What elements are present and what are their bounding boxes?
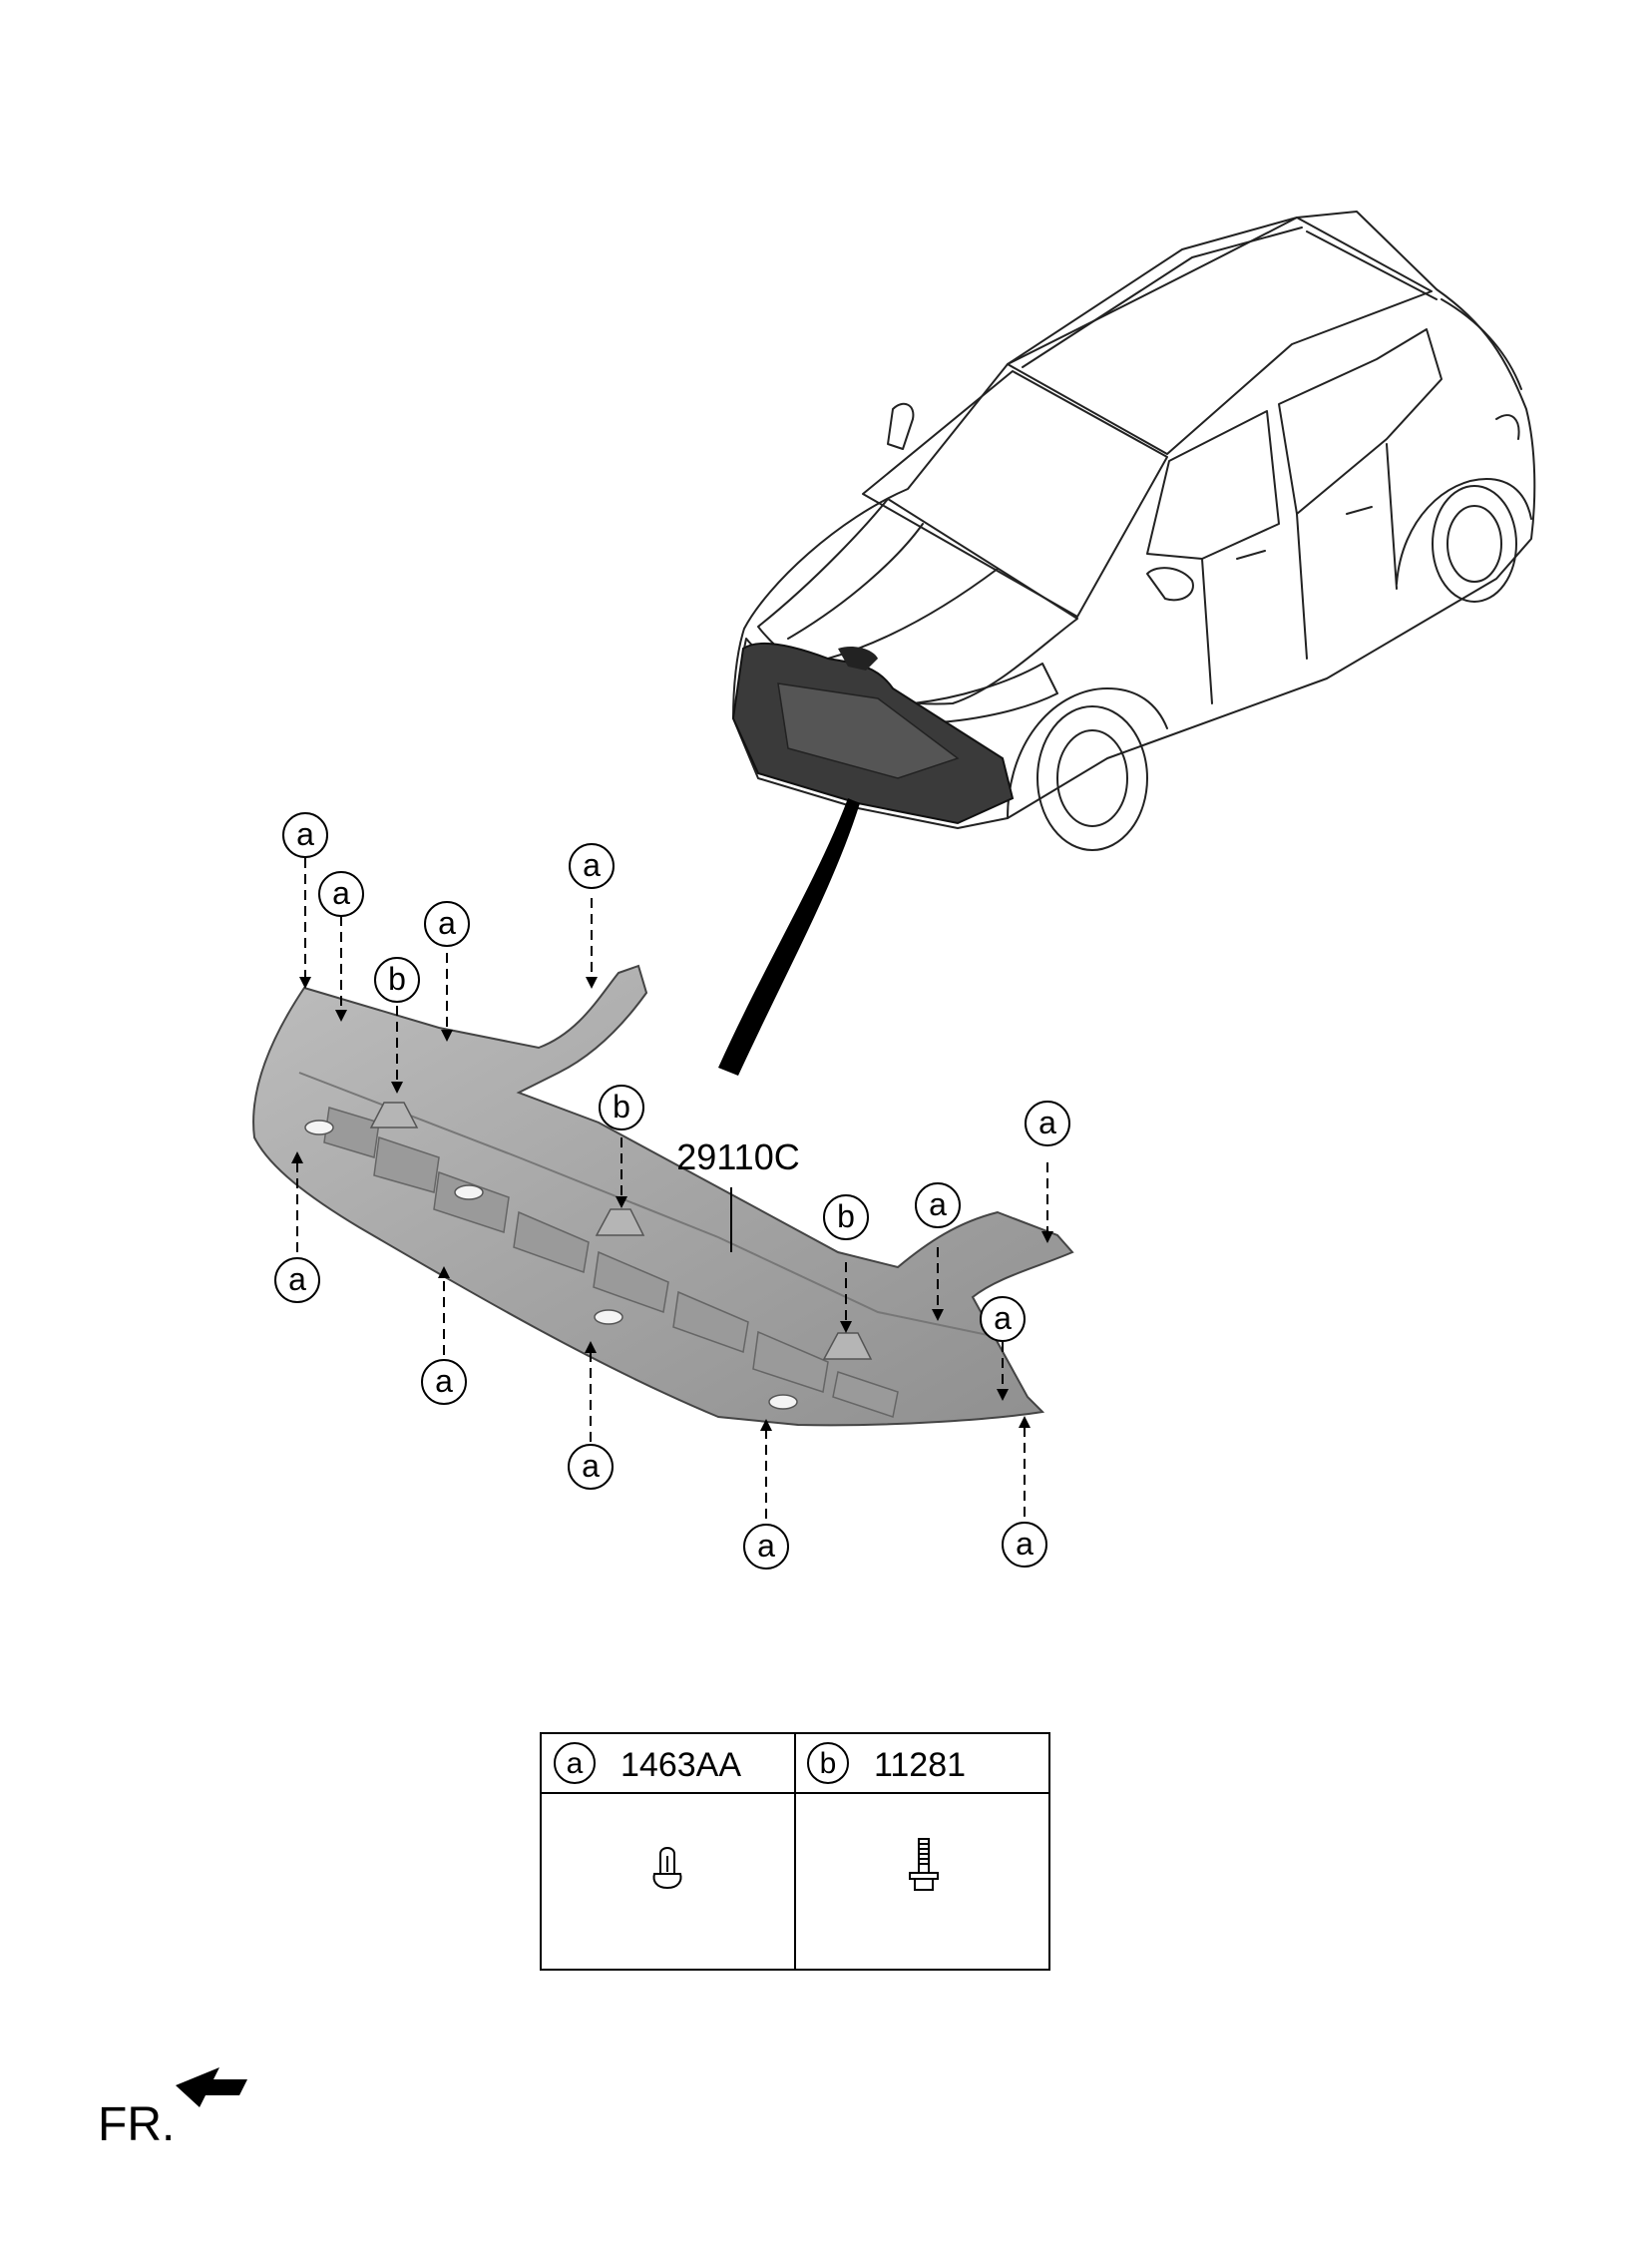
car-headlight-right [912, 663, 1058, 724]
callout-a-right-top: a [1025, 1101, 1070, 1146]
svg-text:b: b [613, 1089, 630, 1125]
bolt-fastener-icon [909, 1838, 939, 1891]
legend-item-b: b 11281 [807, 1742, 966, 1784]
svg-text:b: b [837, 1198, 855, 1234]
car-front-wheel [1036, 705, 1148, 851]
svg-text:a: a [994, 1300, 1012, 1336]
svg-text:a: a [296, 816, 314, 852]
callout-b-center: b [599, 1085, 644, 1130]
svg-text:b: b [820, 1747, 837, 1780]
leader-curve [718, 798, 860, 1076]
legend-part-number-b: 11281 [874, 1746, 966, 1784]
legend-part-number-a: 1463AA [620, 1746, 741, 1784]
car-rear-wheel-arch [1396, 478, 1532, 585]
car-front-bumper-shaded [731, 642, 1015, 825]
front-direction-arrow-icon [176, 2067, 247, 2107]
legend-item-a: a 1463AA [554, 1742, 741, 1784]
callout-b-left: b [374, 957, 420, 1003]
callout-a-bottom-3: a [568, 1444, 614, 1490]
svg-text:b: b [388, 961, 406, 997]
callout-a-right-mid: a [915, 1182, 961, 1228]
car-side-mirror [1146, 567, 1194, 602]
car-side-window-front [1146, 410, 1280, 560]
callout-a-top-left-1: a [282, 812, 328, 858]
callouts: a a a a b b b a [274, 812, 1070, 1570]
callout-a-bottom-5: a [1002, 1522, 1047, 1568]
car-front-wheel-arch [1007, 687, 1168, 819]
svg-text:a: a [438, 905, 456, 941]
svg-text:a: a [288, 1261, 306, 1297]
callout-lines [291, 858, 1053, 1519]
callout-b-right: b [823, 1194, 869, 1240]
car-body-outline [732, 211, 1536, 829]
svg-text:a: a [567, 1747, 584, 1780]
part-number-label: 29110C [676, 1136, 799, 1177]
under-cover-shield [252, 964, 1074, 1427]
car-roof [1007, 217, 1433, 455]
callout-a-bottom-2: a [421, 1359, 467, 1405]
callout-a-bottom-4: a [743, 1524, 789, 1570]
callout-a-top-center: a [569, 843, 615, 889]
car-side-window-rear [1278, 328, 1443, 515]
svg-text:a: a [435, 1363, 453, 1399]
svg-text:a: a [332, 875, 350, 911]
callout-a-bottom-1: a [274, 1257, 320, 1303]
svg-text:a: a [1038, 1105, 1056, 1140]
car-roof-rail [1022, 226, 1438, 368]
svg-text:a: a [929, 1186, 947, 1222]
svg-text:a: a [757, 1528, 775, 1564]
svg-text:a: a [583, 847, 601, 883]
car-windshield [862, 370, 1168, 618]
legend-table: a 1463AA b 11281 [540, 1732, 1050, 1971]
svg-text:a: a [1016, 1526, 1033, 1562]
front-direction-indicator: FR. [98, 2067, 247, 2151]
shield-body [252, 964, 1074, 1427]
car-rear-wheel [1432, 485, 1517, 603]
callout-a-top-left-3: a [424, 901, 470, 947]
svg-text:a: a [582, 1448, 600, 1484]
callout-a-top-left-2: a [318, 871, 364, 917]
clip-fastener-icon [652, 1847, 682, 1890]
front-direction-label: FR. [98, 2098, 175, 2151]
callout-a-right-lower: a [980, 1296, 1026, 1342]
